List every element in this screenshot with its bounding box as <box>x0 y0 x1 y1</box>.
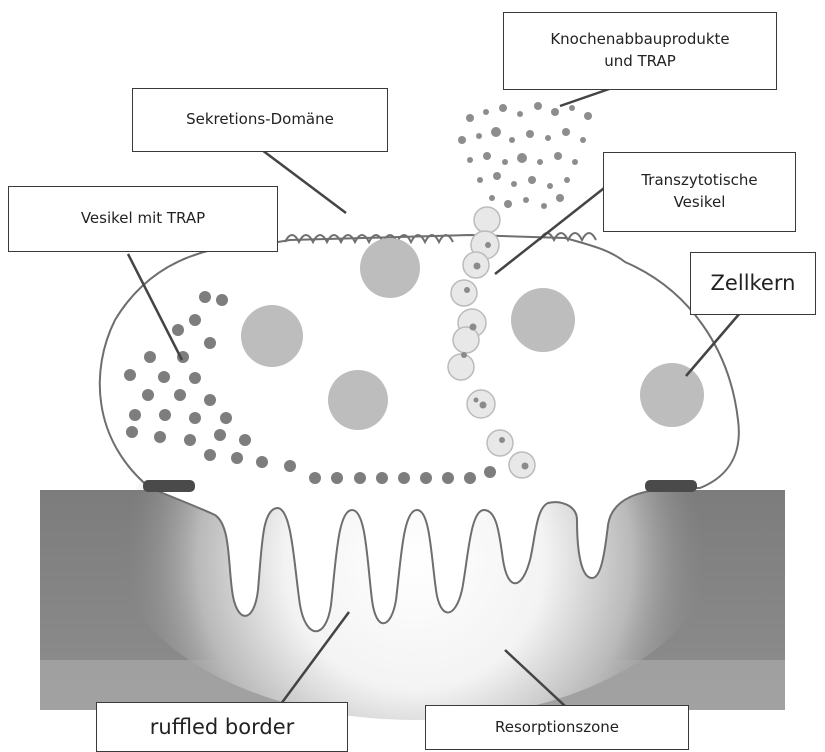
trap-vesicle <box>189 372 201 384</box>
trap-vesicle <box>142 389 154 401</box>
trap-vesicle <box>154 431 166 443</box>
degradation-particle <box>580 137 586 143</box>
trap-vesicle <box>398 472 410 484</box>
trap-vesicle <box>309 472 321 484</box>
degradation-particle <box>458 136 466 144</box>
nucleus <box>640 363 704 427</box>
degradation-particle <box>476 133 482 139</box>
degradation-particle <box>499 104 507 112</box>
label-knochenabbauprodukte: Knochenabbauprodukte und TRAP <box>503 12 777 90</box>
trap-vesicle <box>204 394 216 406</box>
degradation-particle <box>489 195 495 201</box>
label-resorptionszone: Resorptionszone <box>425 705 689 750</box>
trap-vesicle <box>204 449 216 461</box>
trap-vesicle <box>354 472 366 484</box>
degradation-particle <box>556 194 564 202</box>
degradation-particle <box>526 130 534 138</box>
degradation-particles <box>458 102 592 209</box>
sealing-zone-right <box>645 480 697 492</box>
degradation-particle <box>466 114 474 122</box>
trap-vesicle <box>158 371 170 383</box>
sealing-zone-left <box>143 480 195 492</box>
trap-vesicle <box>220 412 232 424</box>
label-sekretions-domaene: Sekretions-Domäne <box>132 88 388 152</box>
trap-vesicle <box>189 314 201 326</box>
trap-vesicle <box>239 434 251 446</box>
degradation-particle <box>483 109 489 115</box>
trap-vesicle <box>199 291 211 303</box>
degradation-particle <box>467 157 473 163</box>
trap-vesicle <box>376 472 388 484</box>
degradation-particle <box>551 108 559 116</box>
degradation-particle <box>534 102 542 110</box>
degradation-particle <box>537 159 543 165</box>
trap-vesicle <box>184 434 196 446</box>
trap-vesicle <box>129 409 141 421</box>
degradation-particle <box>491 127 501 137</box>
degradation-particle <box>511 181 517 187</box>
nucleus <box>328 370 388 430</box>
degradation-particle <box>545 135 551 141</box>
degradation-particle <box>523 197 529 203</box>
trap-vesicle <box>231 452 243 464</box>
trap-vesicle <box>464 472 476 484</box>
degradation-particle <box>562 128 570 136</box>
label-transzytotische-vesikel: Transzytotische Vesikel <box>603 152 796 232</box>
trap-vesicle <box>126 426 138 438</box>
degradation-particle <box>517 111 523 117</box>
degradation-particle <box>483 152 491 160</box>
trap-vesicle <box>256 456 268 468</box>
trap-vesicle <box>420 472 432 484</box>
degradation-particle <box>509 137 515 143</box>
trap-vesicle <box>284 460 296 472</box>
degradation-particle <box>584 112 592 120</box>
degradation-particle <box>477 177 483 183</box>
degradation-particle <box>493 172 501 180</box>
trap-vesicle <box>214 429 226 441</box>
trap-vesicle <box>189 412 201 424</box>
leader-knochenabbau <box>560 88 612 106</box>
trap-vesicle <box>484 466 496 478</box>
degradation-particle <box>564 177 570 183</box>
trap-vesicle <box>216 294 228 306</box>
trap-vesicle <box>124 369 136 381</box>
trap-vesicle <box>159 409 171 421</box>
degradation-particle <box>554 152 562 160</box>
nucleus <box>511 288 575 352</box>
trap-vesicle <box>331 472 343 484</box>
trap-vesicle <box>174 389 186 401</box>
degradation-particle <box>572 159 578 165</box>
degradation-particle <box>528 176 536 184</box>
label-vesikel-mit-trap: Vesikel mit TRAP <box>8 186 278 252</box>
degradation-particle <box>517 153 527 163</box>
trap-vesicle <box>144 351 156 363</box>
degradation-particle <box>547 183 553 189</box>
degradation-particle <box>541 203 547 209</box>
label-ruffled-border: ruffled border <box>96 702 348 752</box>
degradation-particle <box>504 200 512 208</box>
nucleus <box>360 238 420 298</box>
degradation-particle <box>569 105 575 111</box>
trap-vesicle <box>172 324 184 336</box>
trap-vesicle <box>442 472 454 484</box>
nucleus <box>241 305 303 367</box>
label-zellkern: Zellkern <box>690 252 816 315</box>
trap-vesicle <box>204 337 216 349</box>
degradation-particle <box>502 159 508 165</box>
